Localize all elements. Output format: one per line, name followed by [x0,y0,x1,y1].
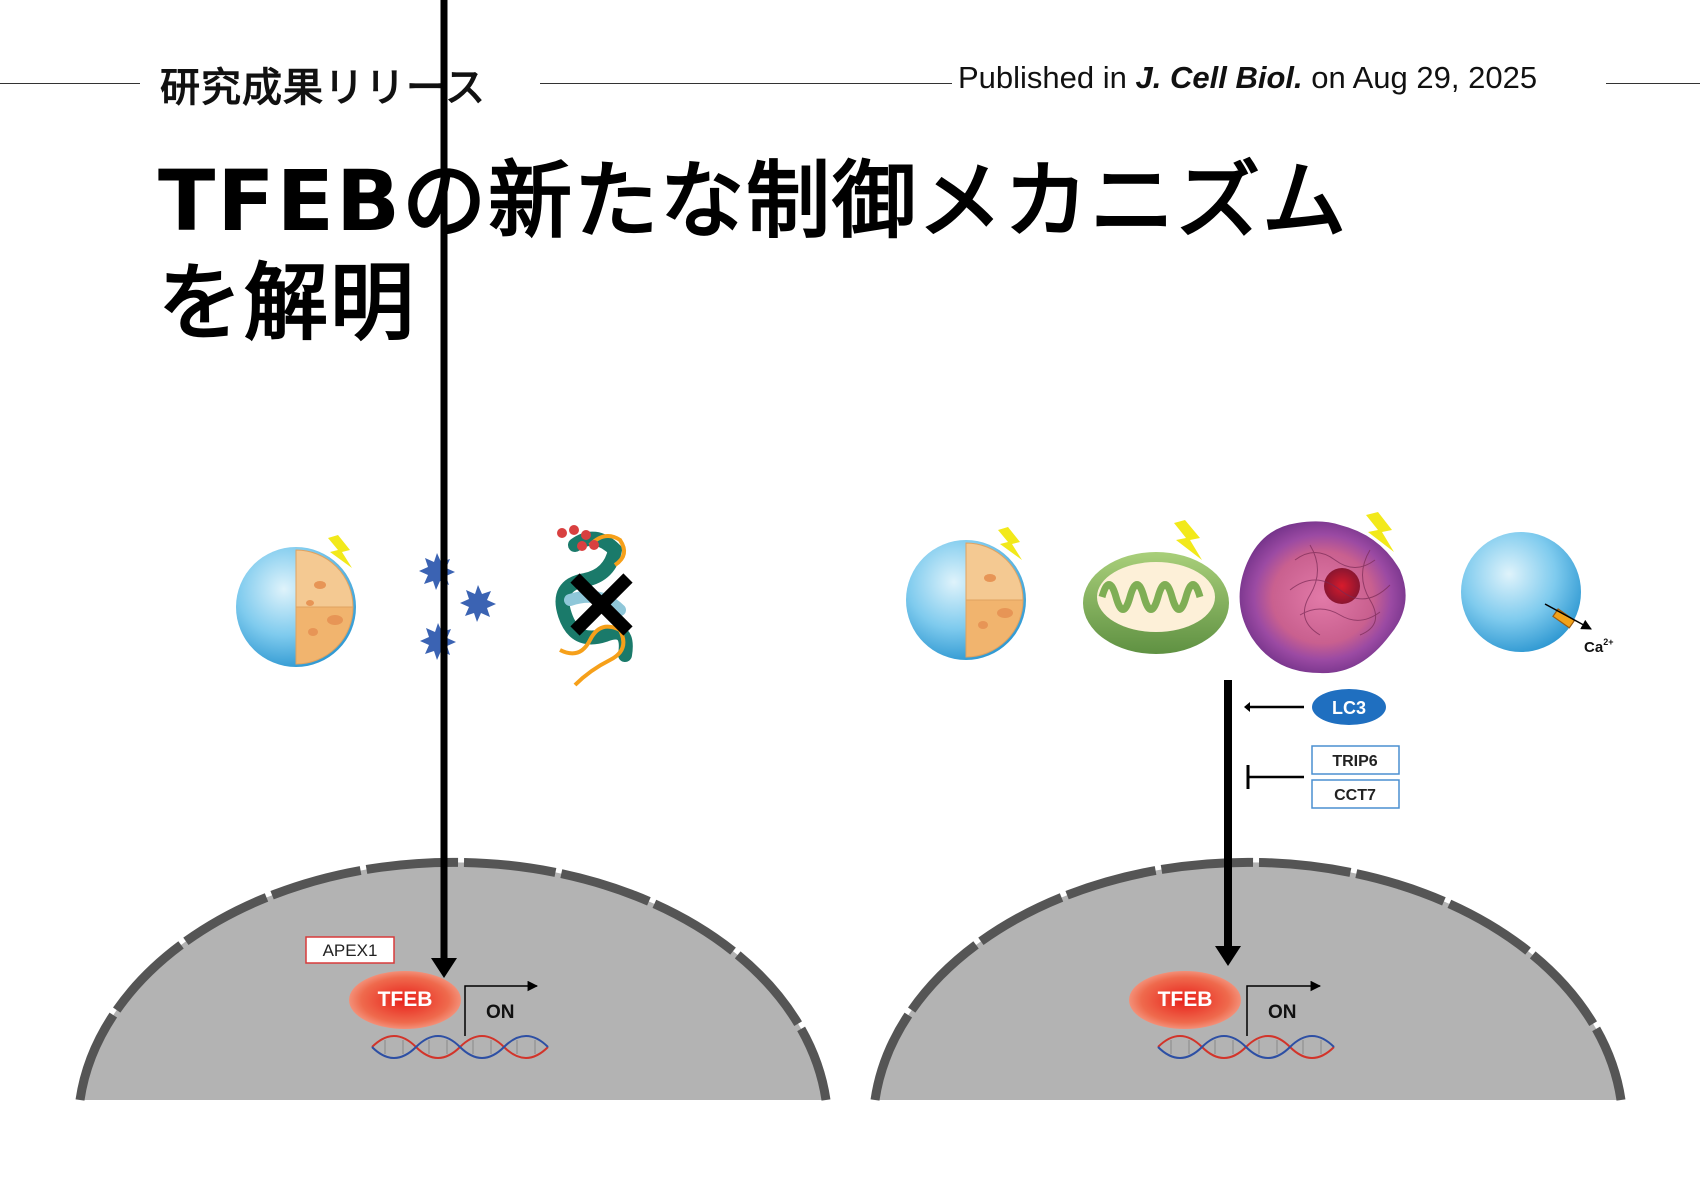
on-arrow-left [464,980,539,1036]
title-line-2: を解明 [158,254,417,352]
lc3-badge [1312,689,1386,725]
apex1-label: APEX1 [323,941,378,960]
lightning-icon [328,535,352,568]
tfeb-left [349,971,461,1029]
left-translocation-arrow [431,0,457,978]
tfeb-right [1129,971,1241,1029]
tfeb-right-label: TFEB [1158,988,1213,1011]
calcium-ion: Ca [1584,639,1604,656]
ros-star-icon [419,553,496,660]
apex1-box [305,936,395,964]
inhibition-bar [1246,765,1304,789]
calcium-label: Ca2+ [1584,637,1613,656]
cct7-label: CCT7 [1334,787,1376,804]
mitochondrion-icon [1083,552,1229,654]
left-nucleus [75,857,831,1101]
lysosome-calcium [1461,532,1592,652]
lightning-icon [1366,512,1394,552]
lightning-icon [1174,520,1202,560]
lc3-label: LC3 [1332,698,1366,718]
right-translocation-arrow [1215,680,1241,966]
cct7-box [1311,779,1400,809]
trip6-label: TRIP6 [1332,753,1377,770]
lightning-icon [998,527,1022,560]
header-rule-middle [540,83,952,84]
tfeb-left-label: TFEB [378,988,433,1011]
lysosome-right [906,540,1026,660]
right-nucleus [870,857,1626,1101]
dna-helix-left [371,1035,549,1059]
calcium-charge: 2+ [1603,637,1613,647]
dna-helix-right [1157,1035,1335,1059]
header-rule-right [1606,83,1700,84]
header-rule-left [0,83,140,84]
page-title: TFEBの新たな制御メカニズム を解明 [158,150,1348,354]
blocked-x-icon [570,573,633,636]
lysosome-left [236,547,356,667]
release-category: 研究成果リリース [160,65,486,111]
journal-name: J. Cell Biol. [1135,60,1303,95]
publication-info: Published in J. Cell Biol. on Aug 29, 20… [958,60,1537,96]
trip6-box [1311,745,1400,775]
nucleus-damage-icon [1239,521,1406,674]
published-date: on Aug 29, 2025 [1302,60,1538,95]
published-prefix: Published in [958,60,1136,95]
misfolded-protein-icon [555,525,633,687]
on-label-left: ON [486,1002,515,1023]
on-arrow-right [1246,980,1322,1036]
title-line-1: TFEBの新たな制御メカニズム [158,152,1349,250]
lc3-activation-arrow [1244,702,1304,712]
on-label-right: ON [1268,1002,1297,1023]
